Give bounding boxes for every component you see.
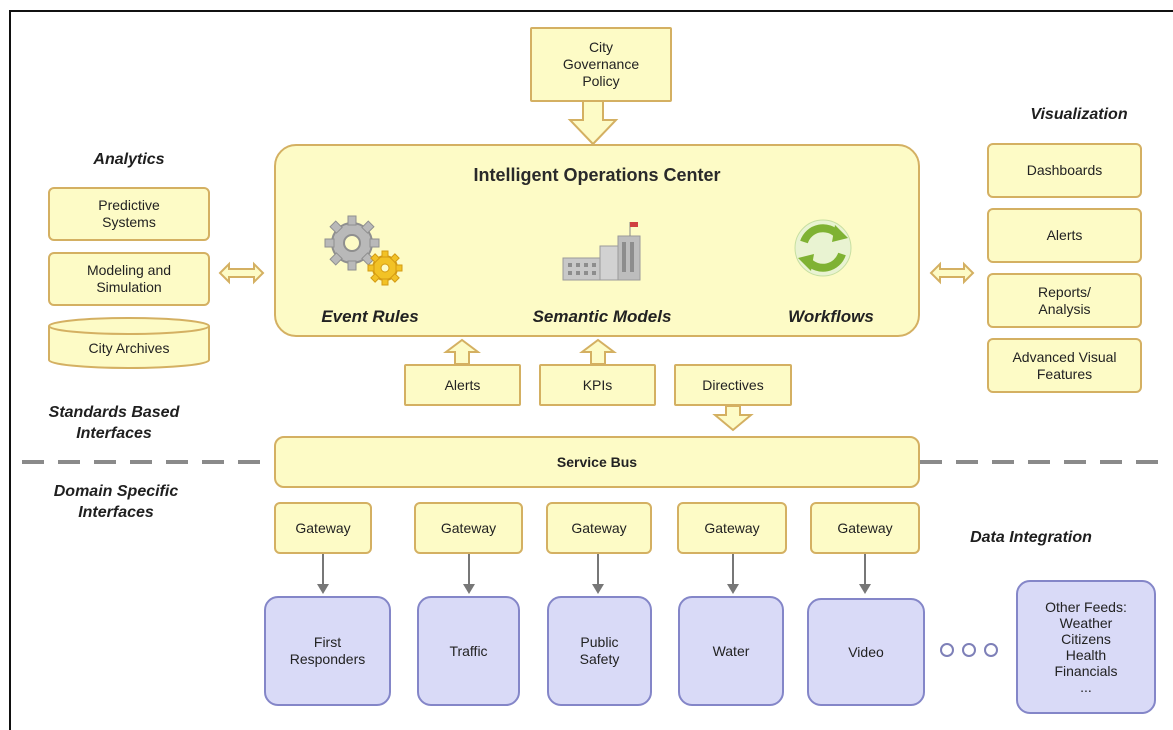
ellipsis-dot xyxy=(940,643,954,657)
gateway-arrowhead-3 xyxy=(592,584,604,594)
visualization-double-arrow xyxy=(929,261,975,285)
flow-alerts-box: Alerts xyxy=(404,364,521,406)
governance-down-arrow xyxy=(567,100,619,146)
visualization-item-dashboards: Dashboards xyxy=(987,143,1142,198)
domain-water: Water xyxy=(678,596,784,706)
flow-kpis-box: KPIs xyxy=(539,364,656,406)
kpis-up-arrow xyxy=(579,338,617,365)
gateway-box: Gateway xyxy=(274,502,372,554)
gateway-arrowhead-5 xyxy=(859,584,871,594)
domain-first-responders: First Responders xyxy=(264,596,391,706)
workflows-label: Workflows xyxy=(788,307,874,326)
visualization-item-label: Advanced Visual Features xyxy=(1012,348,1117,382)
flow-label: KPIs xyxy=(582,376,613,393)
domain-video: Video xyxy=(807,598,925,706)
service-bus-label: Service Bus xyxy=(556,453,638,470)
analytics-item-predictive: Predictive Systems xyxy=(48,187,210,241)
analytics-double-arrow xyxy=(218,261,265,285)
gateway-label: Gateway xyxy=(704,519,760,536)
alerts-up-arrow xyxy=(443,338,481,365)
visualization-item-label: Reports/ Analysis xyxy=(1038,283,1091,317)
gateway-arrowhead-2 xyxy=(463,584,475,594)
domain-heading: Domain Specific Interfaces xyxy=(53,483,179,521)
data-integration-heading: Data Integration xyxy=(970,529,1092,546)
visualization-item-advanced: Advanced Visual Features xyxy=(987,338,1142,393)
flow-directives-box: Directives xyxy=(674,364,792,406)
domain-label: Traffic xyxy=(449,642,488,659)
gateway-arrowhead-1 xyxy=(317,584,329,594)
analytics-item-label: City Archives xyxy=(88,339,170,356)
visualization-item-label: Alerts xyxy=(1046,227,1083,243)
gateway-label: Gateway xyxy=(295,519,351,536)
domain-label: Public Safety xyxy=(579,634,620,667)
analytics-item-label: Predictive Systems xyxy=(98,197,160,230)
gateway-arrowhead-4 xyxy=(727,584,739,594)
gateway-box: Gateway xyxy=(414,502,523,554)
visualization-item-reports: Reports/ Analysis xyxy=(987,273,1142,328)
frame-left-border xyxy=(9,10,11,730)
visualization-heading: Visualization xyxy=(1030,106,1128,123)
governance-label: City Governance Policy xyxy=(562,39,640,89)
domain-label: First Responders xyxy=(289,634,366,667)
flow-label: Alerts xyxy=(444,376,481,393)
gateway-label: Gateway xyxy=(837,519,893,536)
gateway-box: Gateway xyxy=(546,502,652,554)
visualization-item-alerts: Alerts xyxy=(987,208,1142,263)
gateway-label: Gateway xyxy=(440,519,497,536)
directives-down-arrow xyxy=(712,405,754,432)
gateway-connectors xyxy=(317,554,871,594)
other-feeds-label: Other Feeds: Weather Citizens Health Fin… xyxy=(1045,599,1127,695)
gateway-label: Gateway xyxy=(571,519,627,536)
ioc-title: Intelligent Operations Center xyxy=(473,165,721,185)
flow-label: Directives xyxy=(702,376,764,393)
service-bus: Service Bus xyxy=(274,436,920,488)
gateway-box: Gateway xyxy=(677,502,787,554)
standards-heading: Standards Based Interfaces xyxy=(48,404,180,442)
semantic-models-label: Semantic Models xyxy=(532,307,672,326)
domain-label: Water xyxy=(712,642,750,659)
analytics-item-modeling: Modeling and Simulation xyxy=(48,252,210,306)
analytics-item-label: Modeling and Simulation xyxy=(86,262,172,295)
frame-top-border xyxy=(9,10,1173,12)
event-rules-label: Event Rules xyxy=(321,307,419,326)
visualization-item-label: Dashboards xyxy=(1026,162,1103,178)
domain-label: Video xyxy=(848,643,884,660)
domain-public-safety: Public Safety xyxy=(547,596,652,706)
ellipsis-dot xyxy=(962,643,976,657)
analytics-heading: Analytics xyxy=(93,151,165,168)
city-archives-label: City Archives xyxy=(48,334,210,362)
ellipsis-dot xyxy=(984,643,998,657)
domain-traffic: Traffic xyxy=(417,596,520,706)
domain-other-feeds: Other Feeds: Weather Citizens Health Fin… xyxy=(1016,580,1156,714)
governance-box: City Governance Policy xyxy=(530,27,672,102)
more-domains-ellipsis xyxy=(940,643,998,657)
gateway-box: Gateway xyxy=(810,502,920,554)
